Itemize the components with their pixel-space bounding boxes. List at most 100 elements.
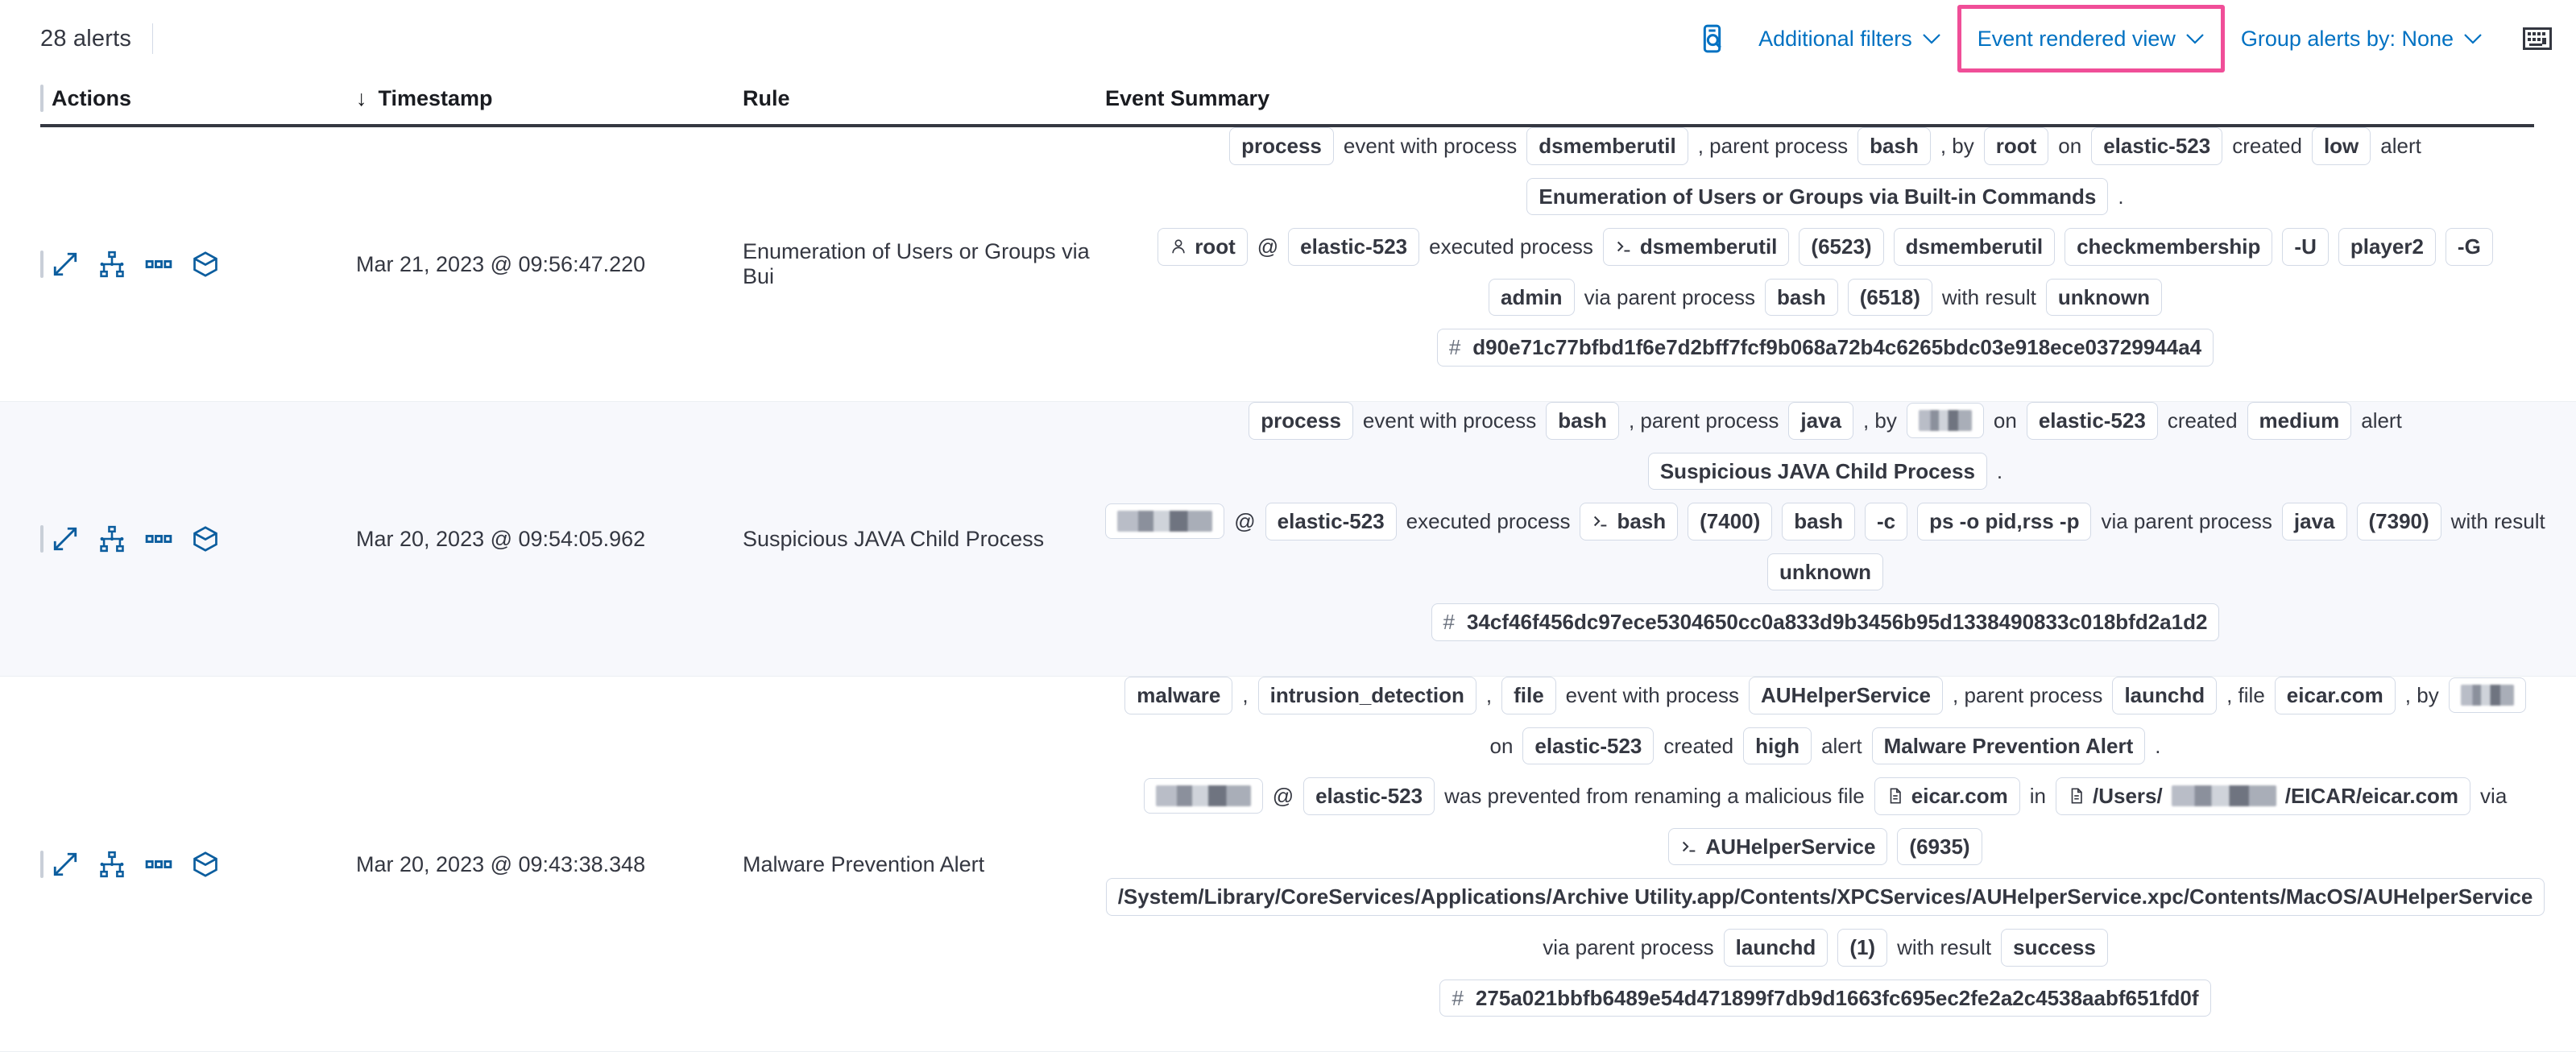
select-all-checkbox[interactable] [0, 85, 43, 112]
analyzer-icon[interactable] [98, 525, 126, 553]
analyzer-icon[interactable] [98, 251, 126, 278]
row-select-checkbox[interactable] [0, 402, 43, 553]
summary-badge[interactable]: bash [1765, 278, 1838, 317]
summary-badge[interactable]: (6518) [1847, 278, 1932, 317]
summary-badge[interactable]: root [1983, 127, 2049, 165]
summary-badge[interactable]: checkmembership [2065, 228, 2273, 266]
summary-badge[interactable]: -c [1864, 503, 1908, 540]
summary-badge[interactable]: bash [1857, 127, 1931, 165]
summary-badge[interactable]: #34cf46f456dc97ece5304650cc0a833d9b3456b… [1431, 603, 2220, 641]
summary-badge[interactable]: medium [2247, 401, 2352, 440]
summary-badge[interactable]: /System/Library/CoreServices/Application… [1105, 878, 2545, 916]
badge-label: elastic-523 [1300, 234, 1408, 259]
summary-badge[interactable] [1906, 403, 1984, 439]
summary-badge[interactable]: launchd [2112, 676, 2218, 714]
summary-badge[interactable]: elastic-523 [1522, 727, 1655, 765]
event-rendered-view-button[interactable]: Event rendered view [1966, 17, 2216, 60]
more-actions-icon[interactable] [145, 525, 172, 553]
summary-badge[interactable]: #d90e71c77bfbd1f6e7d2bff7fcf9b068a72b4c6… [1436, 329, 2214, 367]
summary-badge[interactable]: dsmemberutil [1602, 228, 1790, 266]
summary-text: on [1993, 408, 2017, 433]
inspect-search-icon[interactable] [1692, 17, 1736, 60]
summary-badge[interactable]: file [1501, 676, 1556, 714]
header-rule[interactable]: Rule [743, 85, 790, 110]
table-row[interactable]: Mar 20, 2023 @ 09:43:38.348 Malware Prev… [0, 676, 2576, 1052]
summary-badge[interactable]: elastic-523 [2026, 401, 2158, 440]
summary-badge[interactable]: java [2281, 503, 2347, 540]
more-actions-icon[interactable] [145, 251, 172, 278]
summary-badge[interactable]: high [1743, 727, 1812, 765]
more-actions-icon[interactable] [145, 851, 172, 878]
summary-badge[interactable]: admin [1488, 278, 1575, 317]
additional-filters-button[interactable]: Additional filters [1747, 17, 1953, 60]
summary-badge[interactable]: Enumeration of Users or Groups via Built… [1526, 177, 2109, 216]
summary-badge[interactable]: bash [1782, 503, 1855, 540]
summary-badge[interactable]: unknown [2045, 278, 2162, 317]
summary-badge[interactable]: unknown [1766, 553, 1884, 591]
summary-badge[interactable]: intrusion_detection [1257, 676, 1476, 714]
session-view-icon[interactable] [192, 251, 219, 278]
timestamp-value: Mar 20, 2023 @ 09:54:05.962 [356, 526, 646, 551]
summary-badge[interactable]: elastic-523 [1303, 777, 1435, 815]
table-row[interactable]: Mar 21, 2023 @ 09:56:47.220 Enumeration … [0, 127, 2576, 402]
summary-badge[interactable]: /Users//EICAR/eicar.com [2056, 777, 2471, 815]
summary-badge[interactable]: bash [1580, 503, 1679, 540]
summary-badge[interactable]: -G [2445, 228, 2493, 266]
summary-badge[interactable]: Malware Prevention Alert [1871, 727, 2146, 765]
expand-icon[interactable] [52, 251, 79, 278]
summary-badge[interactable]: malware [1124, 676, 1233, 714]
group-alerts-by-button[interactable]: Group alerts by: None [2230, 17, 2494, 60]
row-select-checkbox[interactable] [0, 127, 43, 279]
summary-badge[interactable]: elastic-523 [1265, 503, 1397, 540]
checkbox-box [40, 851, 43, 879]
summary-badge[interactable]: dsmemberutil [1526, 127, 1688, 165]
rule-name: Malware Prevention Alert [743, 851, 985, 876]
summary-badge[interactable] [2448, 677, 2526, 714]
row-rule[interactable]: Suspicious JAVA Child Process [743, 402, 1105, 552]
summary-text: via parent process [2101, 509, 2272, 534]
row-rule[interactable]: Malware Prevention Alert [743, 677, 1105, 877]
summary-badge[interactable]: dsmemberutil [1893, 228, 2056, 266]
summary-badge[interactable]: AUHelperService [1668, 827, 1888, 866]
summary-badge[interactable]: eicar.com [2274, 676, 2396, 714]
summary-badge[interactable]: java [1788, 401, 1853, 440]
badge-label: malware [1137, 682, 1221, 707]
summary-badge[interactable]: process [1229, 127, 1334, 165]
row-actions [42, 127, 356, 278]
summary-badge[interactable]: elastic-523 [2091, 127, 2223, 165]
summary-badge[interactable]: ps -o pid,rss -p [1917, 503, 2092, 540]
table-row[interactable]: Mar 20, 2023 @ 09:54:05.962 Suspicious J… [0, 401, 2576, 677]
summary-badge[interactable]: AUHelperService [1749, 676, 1943, 714]
session-view-icon[interactable] [192, 851, 219, 878]
summary-text: , file [2226, 683, 2265, 708]
summary-badge[interactable]: (6935) [1897, 827, 1982, 866]
header-timestamp[interactable]: ↓Timestamp [356, 86, 743, 111]
summary-badge[interactable]: (7400) [1688, 503, 1773, 540]
summary-badge[interactable]: (6523) [1799, 228, 1884, 266]
row-timestamp: Mar 20, 2023 @ 09:54:05.962 [356, 402, 743, 552]
summary-badge[interactable] [1143, 778, 1263, 814]
summary-badge[interactable]: (7390) [2356, 503, 2441, 540]
row-select-checkbox[interactable] [0, 677, 43, 879]
summary-badge[interactable]: #275a021bbfb6489e54d471899f7db9d1663fc69… [1439, 979, 2211, 1017]
summary-badge[interactable] [1105, 503, 1225, 540]
summary-badge[interactable]: low [2311, 127, 2371, 165]
session-view-icon[interactable] [192, 525, 219, 553]
summary-badge[interactable]: bash [1546, 401, 1619, 440]
expand-icon[interactable] [52, 525, 79, 553]
summary-badge[interactable]: root [1158, 228, 1248, 266]
summary-badge[interactable]: eicar.com [1874, 777, 2020, 815]
summary-badge[interactable]: Suspicious JAVA Child Process [1647, 452, 1987, 491]
badge-label: intrusion_detection [1269, 682, 1464, 707]
hash-icon: # [1448, 335, 1461, 360]
badge-label: bash [1558, 408, 1607, 433]
expand-icon[interactable] [52, 851, 79, 878]
summary-badge[interactable]: process [1249, 401, 1353, 440]
row-rule[interactable]: Enumeration of Users or Groups via Bui [743, 127, 1105, 289]
keyboard-icon[interactable] [2523, 27, 2552, 50]
header-event-summary[interactable]: Event Summary [1105, 85, 1270, 110]
summary-badge[interactable]: player2 [2338, 228, 2436, 266]
analyzer-icon[interactable] [98, 851, 126, 878]
summary-badge[interactable]: elastic-523 [1288, 228, 1420, 266]
summary-badge[interactable]: -U [2282, 228, 2329, 266]
